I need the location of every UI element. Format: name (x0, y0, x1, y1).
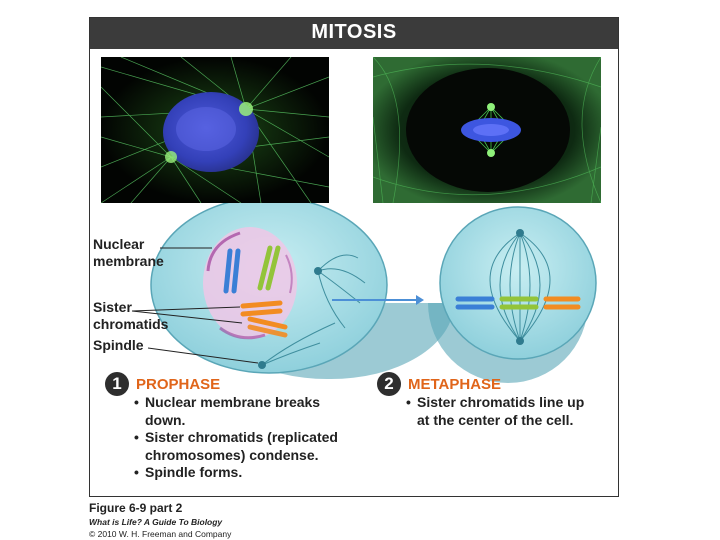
book-title: What is Life? A Guide To Biology (89, 517, 231, 527)
step-1-number: 1 (105, 372, 129, 396)
list-item: •Spindle forms. (134, 464, 338, 482)
nucleus (203, 227, 297, 339)
step-1-title: PROPHASE (136, 376, 220, 393)
metaphase-micrograph (373, 57, 601, 203)
figure-title: MITOSIS (90, 21, 618, 44)
figure-number: Figure 6-9 part 2 (89, 501, 231, 515)
step-2-number: 2 (377, 372, 401, 396)
figure-caption: Figure 6-9 part 2 What is Life? A Guide … (89, 501, 231, 539)
title-bar: MITOSIS (90, 18, 618, 49)
label-nuclear-membrane: Nuclear membrane (93, 236, 164, 270)
copyright: © 2010 W. H. Freeman and Company (89, 529, 231, 539)
prophase-micrograph (101, 57, 329, 203)
mitosis-cells-diagram (90, 203, 618, 383)
step-2-title: METAPHASE (408, 376, 501, 393)
label-sister-chromatids: Sister chromatids (93, 299, 168, 333)
figure-frame: MITOSIS (89, 17, 619, 497)
label-spindle: Spindle (93, 337, 144, 354)
